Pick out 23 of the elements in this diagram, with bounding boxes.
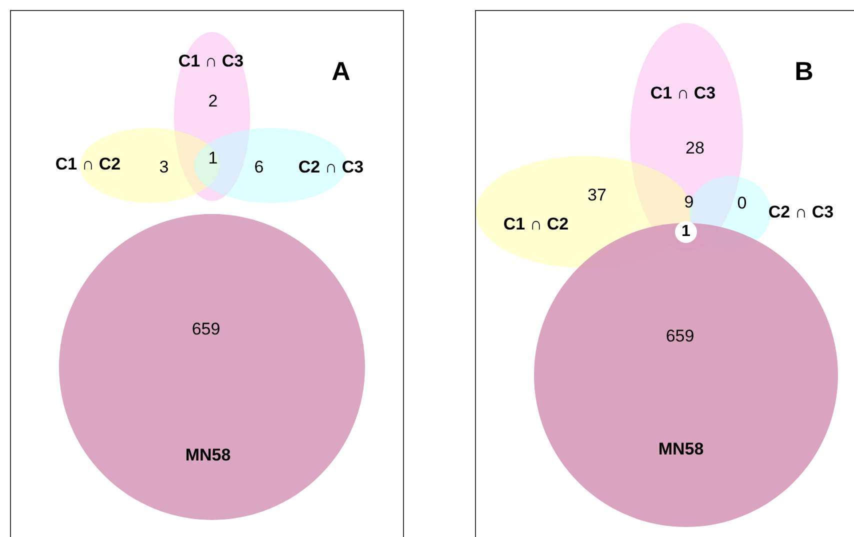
count-label: 28: [686, 140, 704, 156]
count-label: 3: [159, 158, 169, 176]
set-label: 1: [682, 224, 690, 240]
count-label: 37: [588, 186, 606, 204]
set-label: C1 ∩ C3: [178, 52, 244, 70]
count-label: 659: [192, 320, 220, 338]
panel-letter: A: [332, 58, 350, 84]
count-label: MN58: [658, 440, 704, 458]
count-label: 1: [208, 150, 218, 166]
set-label: C1 ∩ C2: [503, 216, 569, 232]
set-label: C1 ∩ C2: [55, 156, 121, 172]
count-label: C2 ∩ C3: [768, 204, 834, 220]
count-label: C2 ∩ C3: [298, 158, 364, 176]
panel: [475, 10, 854, 537]
count-label: 659: [666, 328, 694, 344]
panel: [10, 10, 404, 537]
set-label: 0: [737, 194, 747, 212]
set-label: C1 ∩ C3: [650, 84, 716, 102]
set-label: 6: [254, 158, 264, 176]
panel-letter: B: [794, 58, 814, 84]
count-label: MN58: [185, 446, 231, 464]
count-label: 2: [208, 92, 218, 110]
count-label: 9: [684, 194, 694, 210]
